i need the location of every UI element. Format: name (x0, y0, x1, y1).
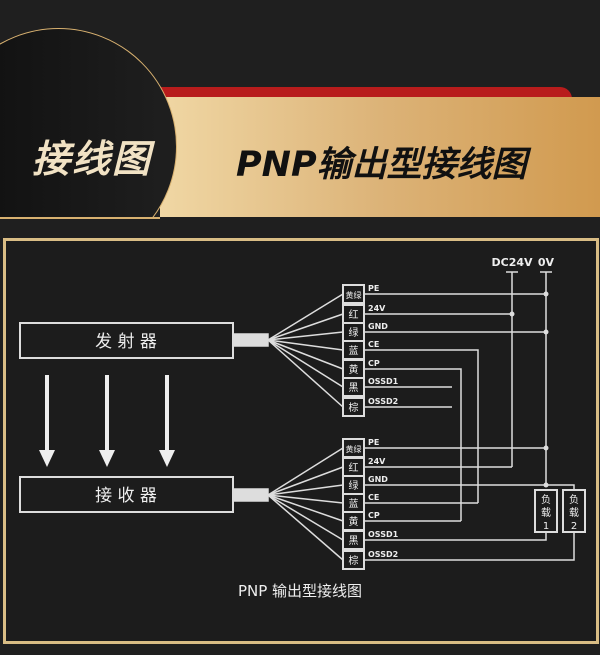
wire-color-label: 黄 (349, 515, 359, 528)
diagram-frame (3, 238, 599, 644)
fan-wire (267, 313, 344, 341)
wire-signal-label: 24V (368, 304, 386, 313)
fan-wire (267, 494, 344, 541)
fan-wire (267, 484, 344, 496)
fan-wire (267, 293, 344, 341)
wire-color-label: 黄绿 (346, 290, 362, 300)
wire-color-label: 黄绿 (346, 444, 362, 454)
wire-color-label: 蓝 (349, 498, 359, 510)
wire-color-label: 蓝 (349, 345, 359, 357)
header-gold-band (160, 97, 600, 217)
receiver-cable (232, 488, 269, 502)
page-title: PNP输出型接线图 (236, 145, 527, 185)
wire-color-label: 棕 (349, 401, 359, 414)
wire-signal-label: CP (368, 359, 380, 368)
arrow-shaft (165, 375, 169, 450)
junction-dots (509, 291, 549, 488)
wire-signal-label: CE (368, 340, 379, 349)
fan-wire (267, 339, 344, 370)
load-1-box (534, 489, 558, 533)
wire-signal-label: CE (368, 493, 379, 502)
wire-signal-label: CP (368, 511, 380, 520)
load-2-box (562, 489, 586, 533)
wire-signal-label: OSSD2 (368, 550, 398, 559)
wire-signal-label: 24V (368, 457, 386, 466)
fan-wire (267, 494, 344, 561)
wire-signal-label: GND (368, 322, 388, 331)
receiver-label: 接 收 器 (95, 486, 157, 506)
wire-color-label: 绿 (349, 326, 359, 339)
load-2-label: 负 (569, 493, 579, 506)
arrow-down-icon (39, 450, 55, 467)
power-label-dc24v: DC24V (491, 256, 533, 269)
badge-title: 接线图 (32, 137, 153, 181)
wire-signal-label: OSSD1 (368, 530, 399, 539)
fan-wire (267, 331, 344, 341)
load-1-label: 载 (541, 507, 551, 519)
arrow-shaft (105, 375, 109, 450)
arrow-shaft (45, 375, 49, 450)
wire-signal-label: OSSD2 (368, 397, 398, 406)
wire-color-label: 绿 (349, 479, 359, 492)
divider (0, 217, 160, 219)
load-2-label: 载 (569, 507, 579, 519)
wire-signal-label: PE (368, 438, 379, 447)
wire-color-label: 红 (349, 461, 359, 474)
load-2-number: 2 (571, 521, 577, 532)
receiver-wires (364, 447, 575, 561)
fan-wire (267, 494, 344, 504)
fan-wire (267, 339, 344, 388)
transmitter-wires (364, 293, 546, 521)
arrow-down-icon (99, 450, 115, 467)
fan-wire (267, 466, 344, 496)
transmitter-cable (232, 333, 269, 347)
fan-wire (267, 494, 344, 522)
wire-signal-label: GND (368, 475, 388, 484)
power-label-0v: 0V (538, 256, 555, 269)
wire-color-label: 黑 (349, 535, 359, 547)
transmitter-label: 发 射 器 (95, 332, 157, 352)
wire-signal-label: PE (368, 284, 379, 293)
wire-color-label: 红 (349, 308, 359, 321)
signal-arrows (39, 375, 175, 467)
fan-wire (267, 339, 344, 408)
load-1-label: 负 (541, 493, 551, 506)
arrow-down-icon (159, 450, 175, 467)
power-rails (506, 271, 552, 485)
wire-color-label: 棕 (349, 554, 359, 567)
wire-signal-label: OSSD1 (368, 377, 399, 386)
fan-wire (267, 339, 344, 351)
fan-wire (267, 447, 344, 496)
wire-color-label: 黄 (349, 363, 359, 376)
diagram-caption: PNP 输出型接线图 (238, 582, 362, 600)
load-1-number: 1 (543, 521, 549, 532)
wire-color-label: 黑 (349, 382, 359, 394)
